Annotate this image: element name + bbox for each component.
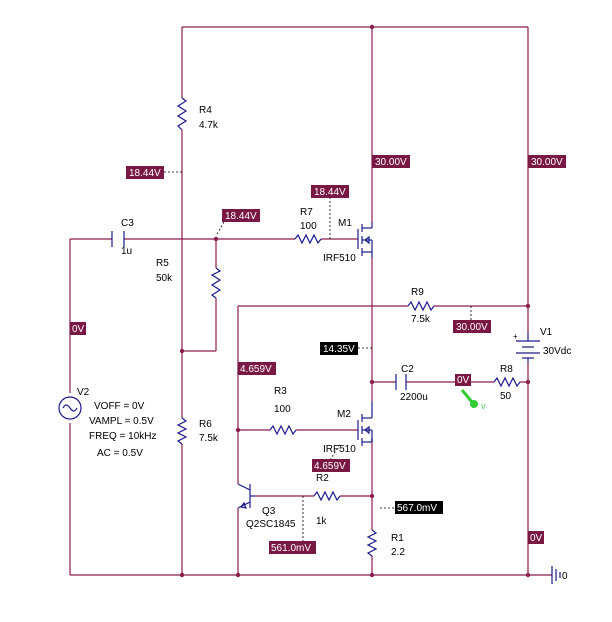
svg-text:C2: C2 — [401, 364, 414, 375]
voltage-tag-m1-drain: 30.00V — [372, 155, 410, 168]
tag-leaders — [164, 171, 472, 541]
voltage-tag-r4-bottom: 18.44V — [126, 166, 164, 179]
svg-text:30Vdc: 30Vdc — [543, 346, 571, 357]
ground-symbol: 0 — [551, 566, 568, 584]
voltage-probe-icon: V — [460, 389, 486, 411]
svg-text:7.5k: 7.5k — [411, 314, 431, 325]
svg-text:567.0mV: 567.0mV — [397, 503, 437, 514]
svg-text:100: 100 — [300, 221, 317, 232]
voltage-tag-m1-source: 14.35V — [320, 342, 358, 355]
dc-source-v1: + V1 30Vdc — [513, 327, 571, 362]
svg-text:0: 0 — [562, 571, 568, 582]
svg-text:V: V — [481, 404, 486, 411]
svg-text:R9: R9 — [411, 287, 424, 298]
svg-text:1u: 1u — [121, 246, 132, 257]
svg-text:18.44V: 18.44V — [225, 211, 257, 222]
resistor-r3: R3 100 — [269, 386, 297, 436]
svg-text:C3: C3 — [121, 218, 134, 229]
svg-text:2.2: 2.2 — [391, 547, 405, 558]
svg-text:M2: M2 — [337, 409, 351, 420]
ac-source-v2: V2 VOFF = 0V VAMPL = 0.5V FREQ = 10kHz A… — [58, 387, 157, 459]
svg-text:0V: 0V — [530, 533, 543, 544]
voltage-tag-v1-bottom: 0V — [528, 531, 544, 544]
svg-text:7.5k: 7.5k — [199, 433, 219, 444]
resistor-r7: R7 100 — [294, 207, 322, 245]
resistor-r1: R1 2.2 — [366, 529, 405, 558]
voltage-tag-q3-collector: 4.659V — [238, 362, 276, 375]
svg-text:IRF510: IRF510 — [323, 253, 356, 264]
capacitor-c3: C3 1u — [111, 218, 134, 257]
mosfet-m1: M1 IRF510 — [323, 218, 373, 264]
resistor-r4: R4 4.7k — [176, 97, 219, 131]
svg-text:M1: M1 — [338, 218, 352, 229]
voltage-tag-m2-gate: 4.659V — [312, 459, 350, 472]
svg-text:0V: 0V — [457, 375, 470, 386]
svg-text:1k: 1k — [316, 516, 328, 527]
voltage-tag-c2-right: 0V — [455, 374, 471, 386]
svg-text:+: + — [513, 332, 518, 341]
svg-text:4.659V: 4.659V — [240, 364, 272, 375]
svg-text:561.0mV: 561.0mV — [271, 543, 311, 554]
voltage-tag-r7-left: 18.44V — [311, 185, 349, 198]
voltage-tag-v1-top: 30.00V — [528, 155, 566, 168]
svg-text:FREQ = 10kHz: FREQ = 10kHz — [89, 431, 157, 442]
svg-text:30.00V: 30.00V — [456, 322, 488, 333]
svg-text:18.44V: 18.44V — [314, 187, 346, 198]
svg-text:30.00V: 30.00V — [375, 157, 407, 168]
svg-text:4.7k: 4.7k — [199, 120, 219, 131]
svg-text:Q3: Q3 — [262, 506, 276, 517]
svg-text:50k: 50k — [156, 273, 173, 284]
svg-text:V1: V1 — [540, 327, 553, 338]
voltage-tag-q3-base: 561.0mV — [269, 541, 316, 554]
svg-text:0V: 0V — [72, 324, 85, 335]
svg-text:R5: R5 — [156, 258, 169, 269]
capacitor-c2: C2 2200u — [395, 364, 428, 403]
resistor-r9: R9 7.5k — [407, 287, 435, 325]
svg-text:IRF510: IRF510 — [323, 444, 356, 455]
resistor-r8: R8 50 — [493, 364, 521, 402]
voltage-tag-r9-right: 30.00V — [453, 320, 491, 333]
svg-text:R2: R2 — [316, 473, 329, 484]
svg-text:4.659V: 4.659V — [314, 461, 346, 472]
voltage-tag-m1-gate: 18.44V — [222, 209, 260, 222]
junction-dots — [179, 24, 531, 578]
svg-text:R6: R6 — [199, 419, 212, 430]
mosfet-m2: M2 IRF510 — [323, 402, 373, 455]
wires — [69, 26, 552, 576]
svg-text:AC = 0.5V: AC = 0.5V — [97, 448, 143, 459]
svg-text:Q2SC1845: Q2SC1845 — [246, 519, 296, 530]
resistor-r6: R6 7.5k — [176, 417, 219, 445]
svg-text:30.00V: 30.00V — [531, 157, 563, 168]
bjt-q3: Q3 Q2SC1845 — [237, 483, 296, 530]
svg-text:100: 100 — [274, 404, 291, 415]
svg-text:14.35V: 14.35V — [323, 344, 355, 355]
svg-text:50: 50 — [500, 391, 512, 402]
svg-text:2200u: 2200u — [400, 392, 428, 403]
svg-text:R1: R1 — [391, 533, 404, 544]
svg-text:VOFF = 0V: VOFF = 0V — [94, 401, 145, 412]
resistor-r2: R2 1k — [313, 473, 341, 527]
svg-text:R4: R4 — [199, 105, 212, 116]
voltage-tag-r1-top: 567.0mV — [395, 501, 443, 514]
svg-text:V2: V2 — [77, 387, 90, 398]
svg-text:18.44V: 18.44V — [129, 168, 161, 179]
resistor-r5: R5 50k — [156, 258, 222, 299]
svg-text:R3: R3 — [274, 386, 287, 397]
svg-text:VAMPL = 0.5V: VAMPL = 0.5V — [89, 416, 154, 427]
svg-text:R7: R7 — [300, 207, 313, 218]
svg-text:R8: R8 — [500, 364, 513, 375]
voltage-tag-input: 0V — [70, 322, 86, 335]
